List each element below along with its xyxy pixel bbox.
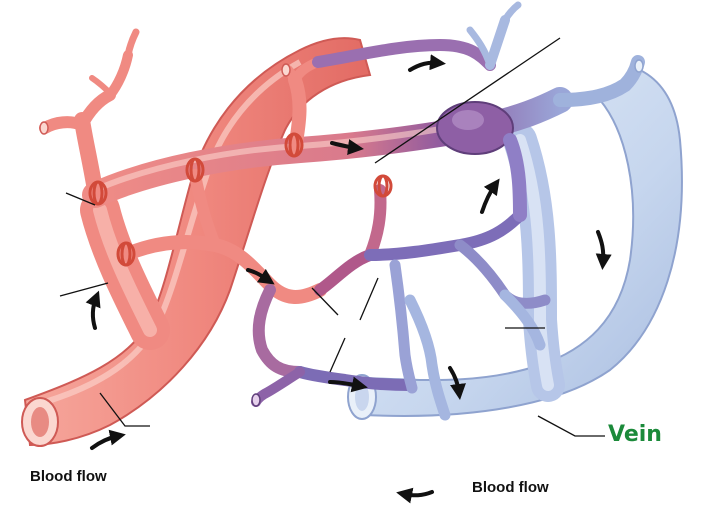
leader-line-5: [360, 278, 378, 320]
leader-line-2: [60, 283, 108, 296]
blood-flow-label-right: Blood flow: [472, 479, 549, 496]
leader-line-6: [330, 338, 345, 372]
flow-arrow-icon: [92, 436, 118, 448]
flow-arrow-icon: [404, 492, 432, 495]
blood-flow-label-left: Blood flow: [30, 468, 107, 485]
flow-arrow-icon: [482, 185, 495, 212]
leader-line-vein: [538, 416, 605, 436]
flow-arrow-icon: [598, 232, 603, 262]
vein-label: Vein: [608, 422, 662, 447]
flow-arrow-icon: [410, 63, 438, 70]
metarteriole: [95, 100, 560, 195]
flow-arrow-icon: [93, 298, 96, 328]
